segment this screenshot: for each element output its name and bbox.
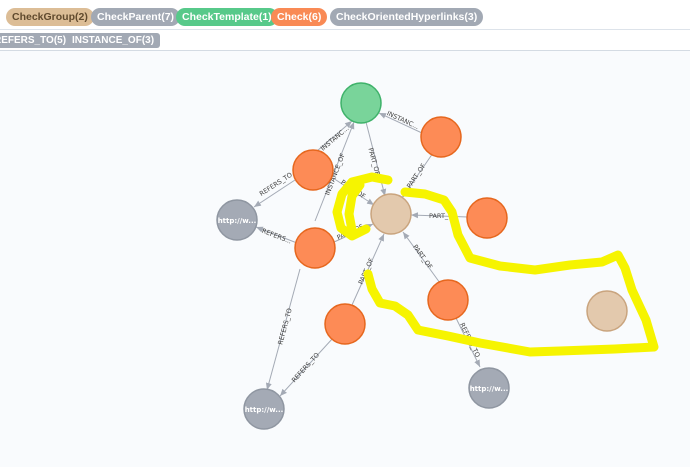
- node-checkgroup[interactable]: [370, 193, 412, 235]
- node-captions: http://w... http://w... http://w...: [218, 217, 509, 414]
- label-count: (3): [464, 11, 478, 23]
- edge-label: PART_OF: [411, 243, 434, 271]
- edge-part-of[interactable]: [410, 212, 469, 219]
- label-pill-checkparent[interactable]: CheckParent(7): [91, 8, 181, 26]
- reltype-count: (3): [141, 35, 155, 46]
- label-name: CheckGroup: [12, 11, 76, 23]
- node-checkgroup[interactable]: [586, 290, 628, 332]
- edge-label: REFERS_TO: [276, 307, 293, 345]
- edge-refers-to[interactable]: [255, 226, 298, 244]
- node-caption: http://w...: [470, 385, 509, 393]
- node-check[interactable]: [420, 116, 462, 158]
- edge-label: INSTANC...: [319, 124, 351, 152]
- reltype-pill-refers-to[interactable]: REFERS_TO(5): [0, 33, 73, 48]
- edge-label: PART_OF: [366, 147, 381, 176]
- highlight-annotation: [332, 172, 659, 357]
- label-count: (2): [75, 11, 88, 23]
- node-hyperlink[interactable]: [468, 367, 510, 409]
- edge-refers-to[interactable]: [279, 337, 334, 397]
- reltype-name: REFERS_TO: [0, 35, 54, 46]
- edge-label: PART_OF: [429, 212, 457, 220]
- label-pill-check[interactable]: Check(6): [271, 8, 328, 26]
- reltype-name: INSTANCE_OF: [72, 35, 142, 46]
- node-caption: http://w...: [218, 217, 257, 225]
- label-count: (6): [308, 11, 322, 23]
- edge-instance-of[interactable]: [316, 120, 353, 152]
- relationship-types-bar: REFERS_TO(5) INSTANCE_OF(3): [0, 30, 690, 51]
- reltype-count: (5): [53, 35, 67, 46]
- label-name: Check: [277, 11, 309, 23]
- graph-canvas[interactable]: INSTANC... INSTANCE_OF INSTANC... PART_O…: [0, 51, 690, 467]
- label-pill-checkgroup[interactable]: CheckGroup(2): [6, 8, 94, 26]
- edge-part-of[interactable]: [402, 231, 441, 284]
- node-hyperlink[interactable]: [243, 388, 285, 430]
- edge-label: REFERS_TO: [290, 351, 321, 384]
- node-check[interactable]: [324, 303, 366, 345]
- label-name: CheckParent: [97, 11, 162, 23]
- edge-label: PART_OF: [405, 162, 427, 190]
- label-name: CheckTemplate: [182, 11, 259, 23]
- edge-label: REFERS...: [261, 227, 293, 246]
- node-checktemplate[interactable]: [340, 82, 382, 124]
- label-count: (7): [161, 11, 175, 23]
- label-pill-checktemplate[interactable]: CheckTemplate(1): [176, 8, 278, 26]
- label-count: (1): [258, 11, 272, 23]
- label-name: CheckOrientedHyperlinks: [336, 11, 465, 23]
- node-check[interactable]: [294, 227, 336, 269]
- node-caption: http://w...: [245, 406, 284, 414]
- edge-label: INSTANC...: [386, 109, 421, 131]
- edge-instance-of[interactable]: [314, 121, 355, 222]
- edge-refers-to[interactable]: [265, 268, 301, 391]
- node-check[interactable]: [292, 149, 334, 191]
- node-check[interactable]: [427, 279, 469, 321]
- edge-instance-of[interactable]: [378, 112, 423, 134]
- edge-refers-to[interactable]: [253, 179, 296, 208]
- nodes: [216, 82, 628, 430]
- node-hyperlink[interactable]: [216, 199, 258, 241]
- label-pill-checkorientedhyperlinks[interactable]: CheckOrientedHyperlinks(3): [330, 8, 484, 26]
- edge-part-of[interactable]: [365, 121, 387, 197]
- node-check[interactable]: [466, 197, 508, 239]
- node-labels-bar: CheckGroup(2) CheckParent(7) CheckTempla…: [0, 0, 690, 30]
- reltype-pill-instance-of[interactable]: INSTANCE_OF(3): [66, 33, 161, 48]
